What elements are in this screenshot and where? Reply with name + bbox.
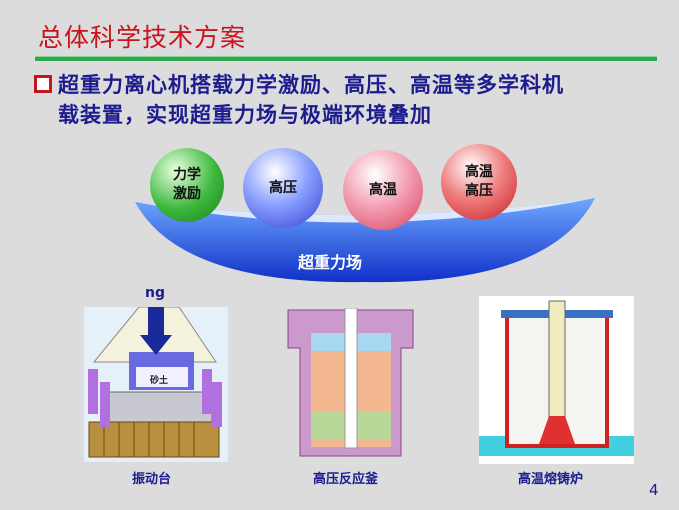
caption-shaking-table: 振动台 — [132, 472, 172, 487]
ball-label: 高压 — [269, 179, 297, 196]
ball-label: 高温 — [369, 181, 397, 198]
page-number: 4 — [649, 481, 659, 499]
ball-high-temp-pressure: 高温高压 — [441, 144, 517, 220]
bullet-text-line1: 超重力离心机搭载力学激励、高压、高温等多学科机 — [58, 73, 564, 97]
title-divider — [35, 56, 657, 61]
ball-label: 激励 — [173, 186, 201, 202]
caption-furnace: 高温熔铸炉 — [518, 472, 584, 487]
slide-title: 总体科学技术方案 — [38, 23, 247, 52]
caption-pressure-vessel: 高压反应釜 — [313, 472, 379, 487]
furnace-image — [479, 296, 634, 464]
ng-label: ng — [145, 285, 165, 301]
shaking-table-image — [84, 307, 228, 462]
ball-label: 高压 — [465, 183, 493, 199]
ball-mechanical-excitation: 力学激励 — [150, 148, 224, 222]
pressure-vessel-image — [287, 308, 414, 457]
field-label: 超重力场 — [298, 253, 363, 272]
ball-high-temperature: 高温 — [343, 150, 423, 230]
sand-label: 砂土 — [150, 376, 169, 386]
bullet-square-icon — [34, 75, 52, 93]
ball-label: 高温 — [465, 164, 493, 180]
ball-label: 力学 — [173, 167, 201, 183]
ball-high-pressure: 高压 — [243, 148, 323, 228]
bullet-text-line2: 载装置，实现超重力场与极端环境叠加 — [58, 103, 432, 127]
